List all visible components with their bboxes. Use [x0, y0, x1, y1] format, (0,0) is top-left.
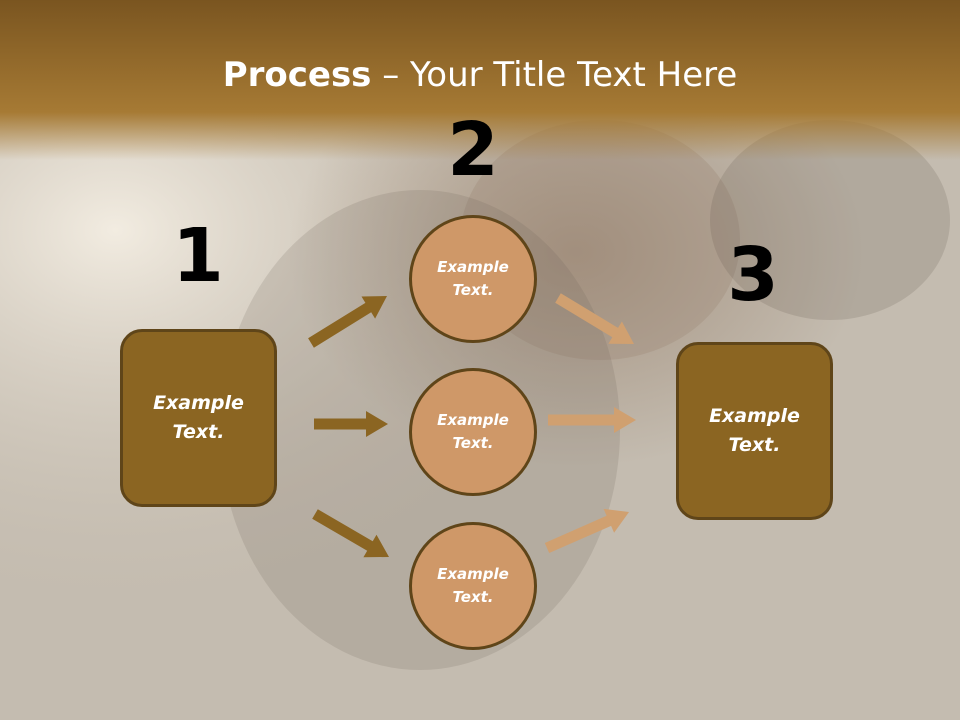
left-box-text: Example Text. — [153, 392, 244, 443]
arrow-top-to-right — [555, 293, 634, 344]
step-number-3: 3 — [727, 232, 779, 318]
title-rest: – Your Title Text Here — [371, 55, 738, 95]
step-number-2: 2 — [447, 107, 499, 193]
circle-bottom: Example Text. — [409, 522, 537, 650]
circle-top: Example Text. — [409, 215, 537, 343]
title-bold: Process — [222, 55, 372, 95]
circle-top-text: Example Text. — [437, 258, 509, 299]
page-title: Process – Your Title Text Here — [0, 52, 960, 98]
right-box: Example Text. — [676, 342, 833, 520]
arrow-bottom-to-right — [544, 508, 629, 553]
arrow-left-to-bottom — [312, 509, 389, 558]
step-number-1: 1 — [172, 213, 224, 299]
circle-middle-text: Example Text. — [437, 411, 509, 452]
left-box: Example Text. — [120, 329, 277, 507]
arrow-left-to-middle — [314, 411, 388, 437]
arrow-middle-to-right — [548, 407, 636, 433]
circle-middle: Example Text. — [409, 368, 537, 496]
arrow-left-to-top — [308, 296, 387, 348]
right-box-text: Example Text. — [709, 405, 800, 456]
circle-bottom-text: Example Text. — [437, 565, 509, 606]
